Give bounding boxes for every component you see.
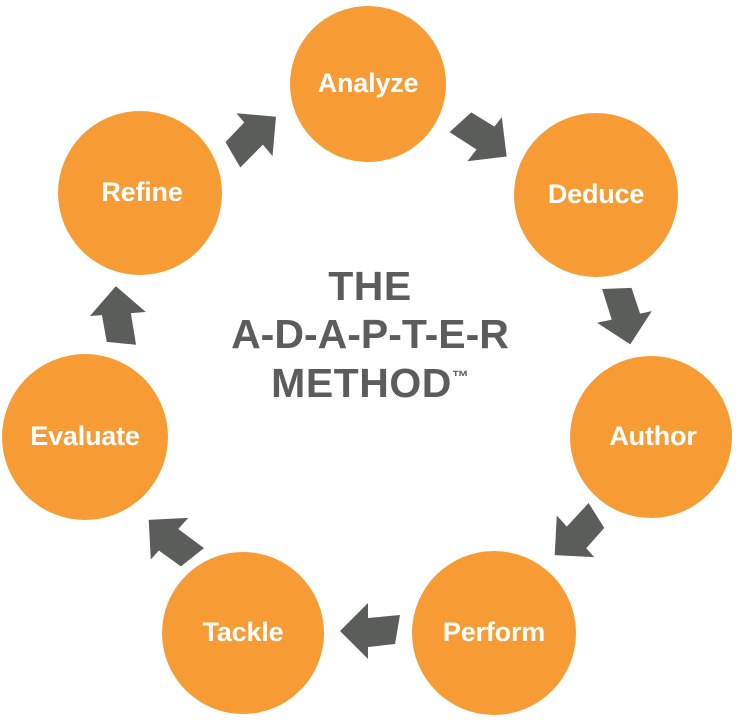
node-label-analyze: Analyze bbox=[318, 68, 419, 98]
cycle-node-author[interactable]: Author bbox=[570, 356, 732, 518]
node-circle-evaluate[interactable] bbox=[2, 354, 168, 520]
node-label-refine: Refine bbox=[101, 177, 183, 207]
node-circle-analyze[interactable] bbox=[290, 6, 446, 162]
arrow-author-to-perform-icon bbox=[554, 503, 605, 558]
node-group: Analyze Deduce Author Perform Tackle Eva bbox=[2, 6, 732, 715]
node-circle-author[interactable] bbox=[570, 356, 732, 518]
arrow-refine-to-analyze-icon bbox=[225, 113, 276, 168]
node-circle-refine[interactable] bbox=[58, 111, 222, 275]
arrow-evaluate-to-refine-icon bbox=[89, 286, 146, 345]
node-circle-tackle[interactable] bbox=[162, 552, 324, 714]
arrow-deduce-to-author-icon bbox=[597, 287, 652, 345]
node-label-evaluate: Evaluate bbox=[30, 421, 140, 451]
arrow-analyze-to-deduce-icon bbox=[449, 112, 507, 162]
cycle-node-evaluate[interactable]: Evaluate bbox=[2, 354, 168, 520]
node-label-tackle: Tackle bbox=[203, 617, 284, 647]
cycle-node-refine[interactable]: Refine bbox=[58, 111, 222, 275]
arrow-perform-to-tackle-icon bbox=[340, 603, 400, 659]
node-circle-perform[interactable] bbox=[412, 551, 576, 715]
cycle-node-tackle[interactable]: Tackle bbox=[162, 552, 324, 714]
arrow-group bbox=[89, 112, 652, 659]
node-label-perform: Perform bbox=[443, 617, 545, 647]
node-circle-deduce[interactable] bbox=[514, 113, 678, 277]
node-label-deduce: Deduce bbox=[548, 179, 645, 209]
cycle-node-analyze[interactable]: Analyze bbox=[290, 6, 446, 162]
arrow-tackle-to-evaluate-icon bbox=[148, 517, 205, 567]
cycle-node-perform[interactable]: Perform bbox=[412, 551, 576, 715]
cycle-node-deduce[interactable]: Deduce bbox=[514, 113, 678, 277]
node-label-author: Author bbox=[609, 421, 697, 451]
